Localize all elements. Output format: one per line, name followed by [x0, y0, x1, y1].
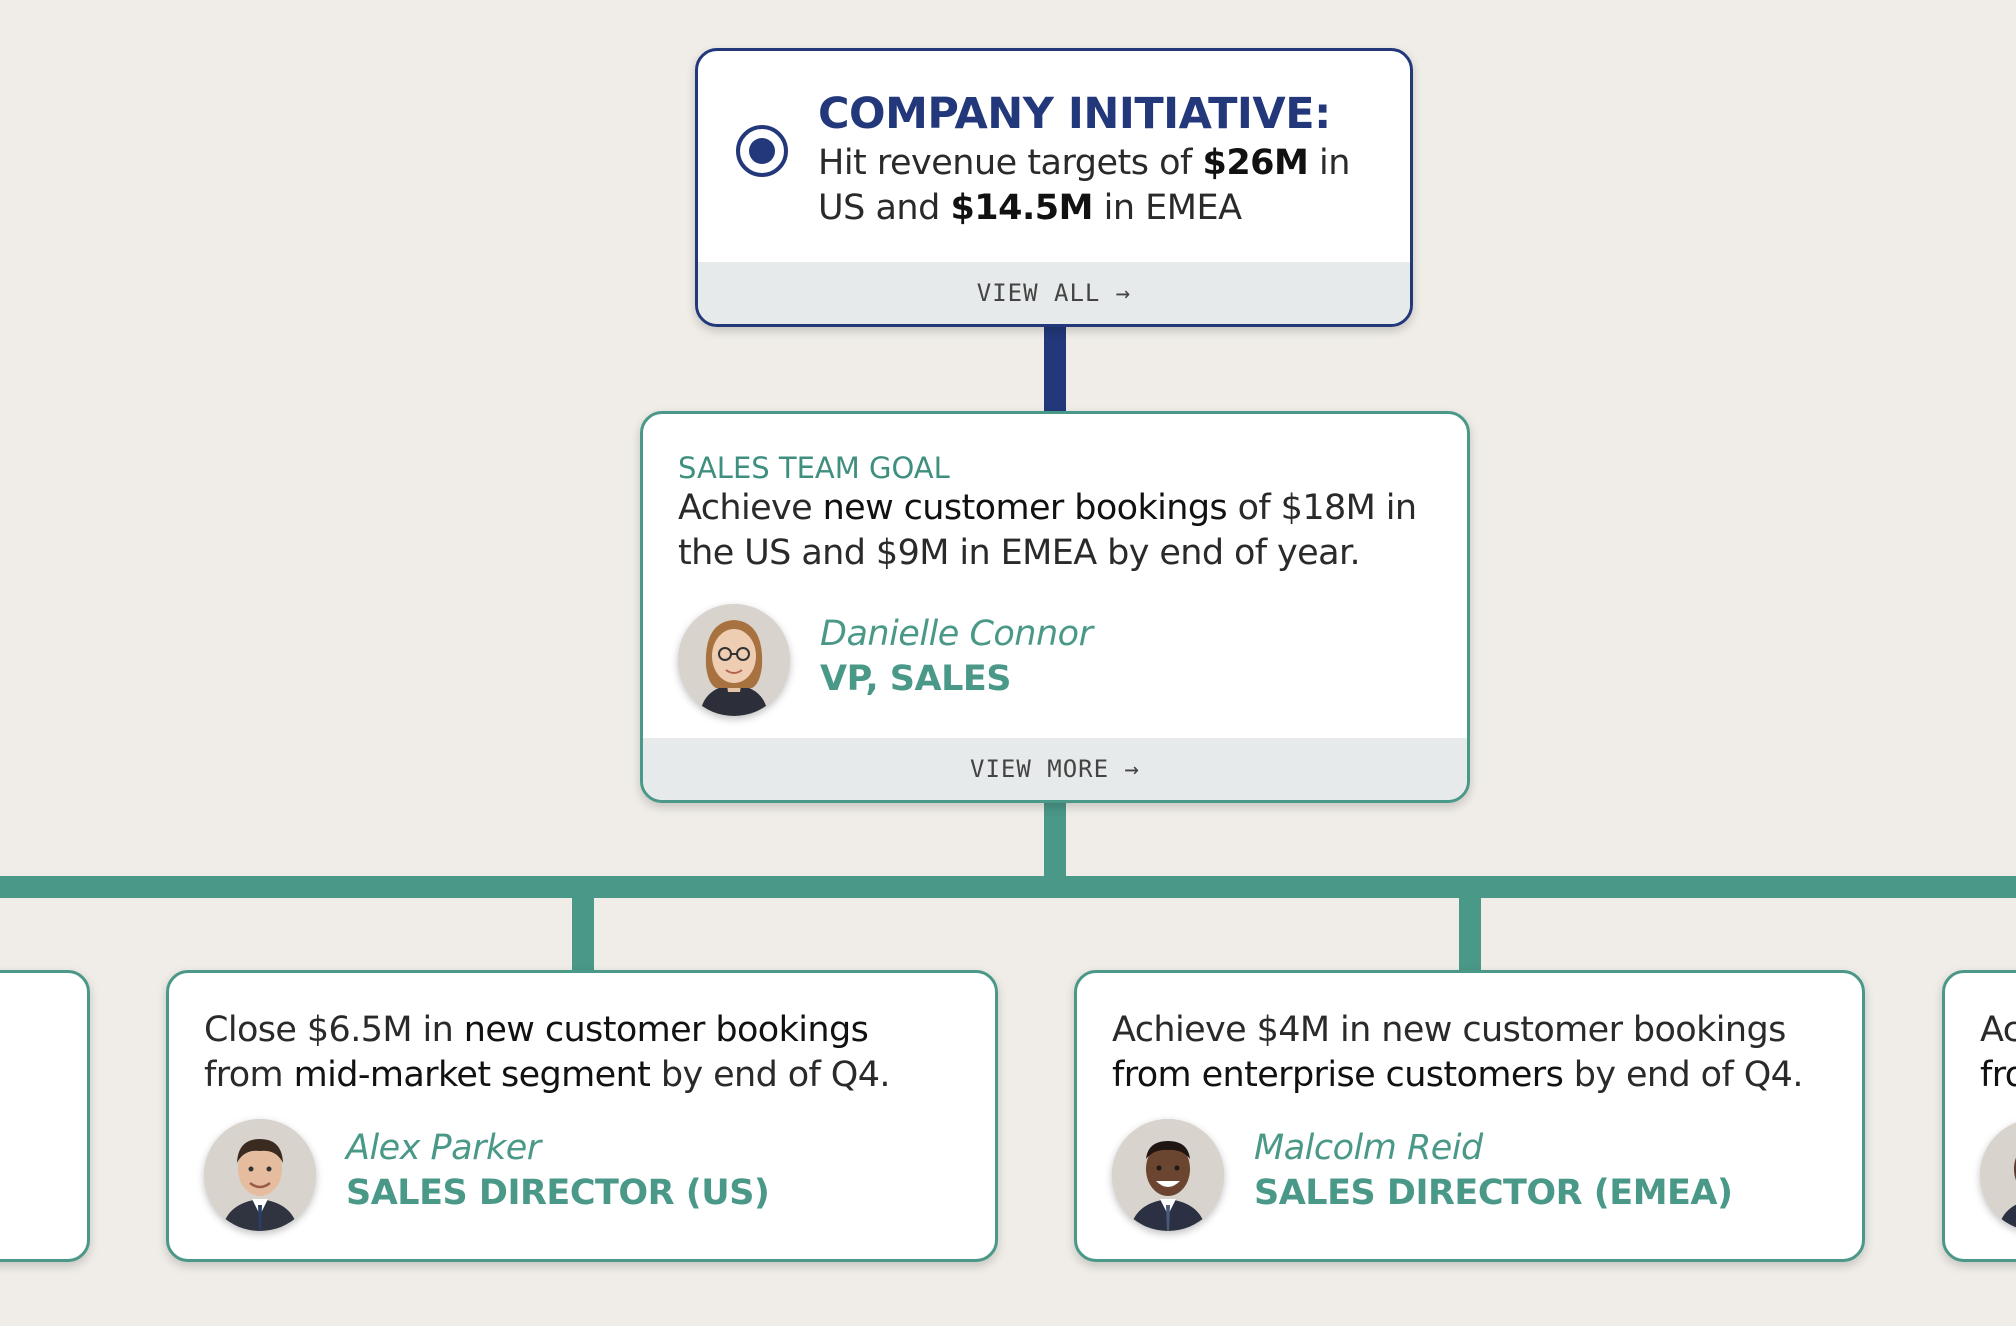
person-role: SALES DIRECTOR (US)	[346, 1173, 770, 1213]
person-name: Danielle Connor	[820, 614, 1093, 654]
person-name: Malcolm Reid	[1254, 1128, 1483, 1168]
connector-sales-to-bus	[1044, 803, 1066, 898]
connector-bus-to-child-2	[1459, 876, 1481, 972]
view-all-button[interactable]: VIEW ALL →	[698, 262, 1410, 324]
sales-team-goal-text: Achieve new customer bookings of $18M in…	[678, 488, 1417, 573]
radio-selected-icon	[736, 125, 788, 177]
sales-team-goal-card[interactable]: SALES TEAM GOAL Achieve new customer boo…	[640, 411, 1470, 803]
view-more-button[interactable]: VIEW MORE →	[643, 738, 1467, 800]
child-goal-text-partial: Ac fro	[1980, 1010, 2016, 1095]
company-initiative-title: COMPANY INITIATIVE:	[818, 89, 1331, 139]
company-initiative-text: Hit revenue targets of $26M in US and $1…	[818, 143, 1350, 228]
child-goal-text: Achieve $4M in new customer bookings fro…	[1112, 1010, 1803, 1095]
person-name: Alex Parker	[346, 1128, 541, 1168]
emea-revenue-target: $14.5M	[950, 188, 1093, 228]
sales-team-goal-label: SALES TEAM GOAL	[678, 451, 950, 485]
connector-company-to-sales	[1044, 327, 1066, 411]
avatar	[1112, 1119, 1224, 1231]
child-goal-card-partial-left[interactable]	[0, 970, 90, 1262]
avatar	[204, 1119, 316, 1231]
connector-bus-to-child-1	[572, 876, 594, 972]
avatar	[678, 604, 790, 716]
us-revenue-target: $26M	[1202, 143, 1309, 183]
child-goal-text: Close $6.5M in new customer bookings fro…	[204, 1010, 891, 1095]
child-goal-card-us[interactable]: Close $6.5M in new customer bookings fro…	[166, 970, 998, 1262]
connector-horizontal-bus	[0, 876, 2016, 898]
child-goal-card-emea[interactable]: Achieve $4M in new customer bookings fro…	[1074, 970, 1865, 1262]
person-role: SALES DIRECTOR (EMEA)	[1254, 1173, 1733, 1213]
company-initiative-card[interactable]: COMPANY INITIATIVE: Hit revenue targets …	[695, 48, 1413, 327]
person-role: VP, SALES	[820, 659, 1012, 699]
child-goal-card-partial-right[interactable]: Ac fro	[1942, 970, 2016, 1262]
avatar	[1980, 1119, 2016, 1231]
